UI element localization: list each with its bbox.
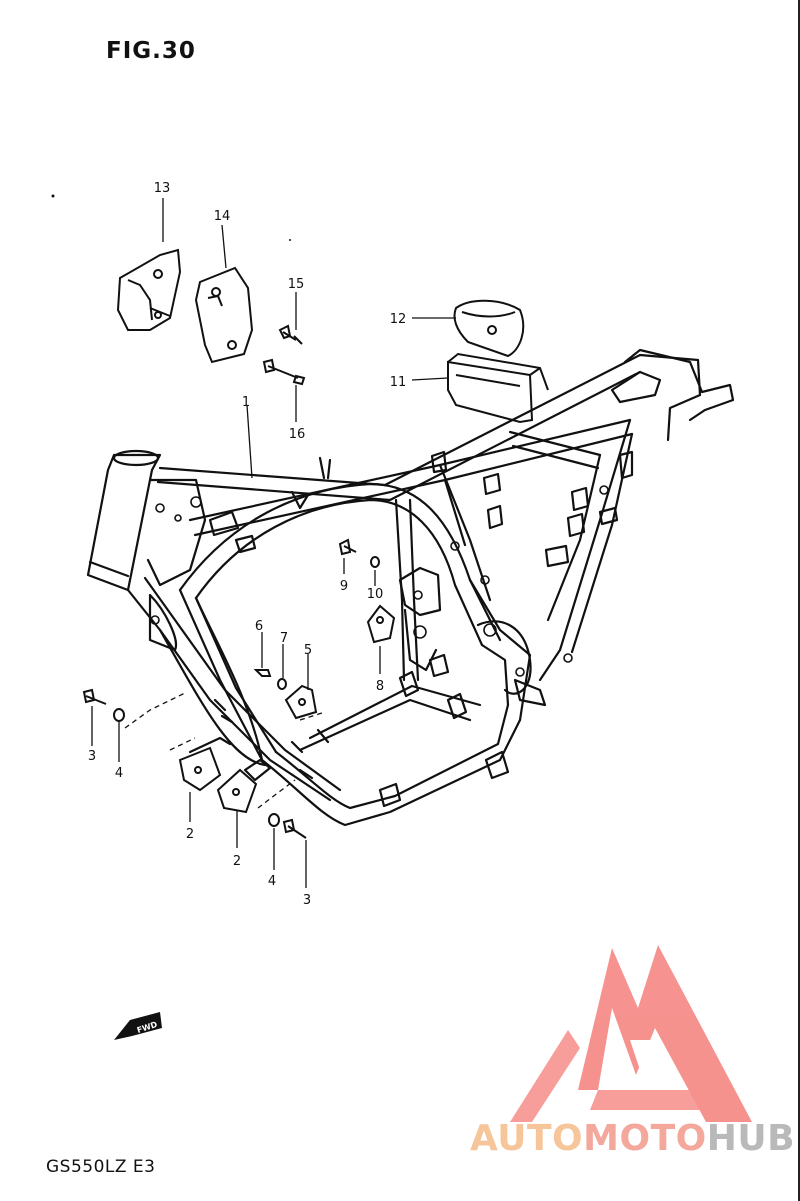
callout-13: 13: [154, 181, 171, 196]
watermark-text: AUTOMOTOHUB: [470, 1118, 795, 1159]
part-14-bracket: [194, 266, 254, 364]
part-6-bolt: [253, 669, 272, 677]
watermark-text-moto: MOTO: [583, 1118, 707, 1159]
callout-14: 14: [214, 209, 231, 224]
watermark-logo: [510, 945, 752, 1122]
callout-7: 7: [280, 631, 288, 646]
main-frame: [86, 348, 735, 827]
figure-title: FIG.30: [106, 38, 196, 64]
leader-lines: [91, 198, 456, 888]
speck: [51, 194, 55, 198]
callout-3-left: 3: [88, 749, 96, 764]
watermark-text-hub: HUB: [706, 1118, 796, 1159]
watermark-text-auto: AUTO: [470, 1118, 584, 1159]
part-11-tray: [447, 352, 549, 424]
callout-12: 12: [390, 312, 407, 327]
callout-15: 15: [288, 277, 305, 292]
fwd-arrow: FWD: [114, 1012, 162, 1040]
part-5-plate: [284, 684, 318, 720]
part-3-bolt-left: [82, 688, 107, 705]
part-7-nut: [277, 678, 287, 690]
callout-4-left: 4: [115, 766, 123, 781]
callout-1: 1: [242, 395, 250, 410]
callout-4-right: 4: [268, 874, 276, 889]
callout-8: 8: [376, 679, 384, 694]
part-4-washer-right: [268, 813, 280, 827]
callout-11: 11: [390, 375, 407, 390]
part-4-washer-left: [113, 708, 125, 722]
speck: [289, 239, 291, 241]
part-10-washer: [370, 556, 380, 568]
callout-labels: 13 14 15 12 11 16 1 9 10 6 7 5 8 3 4 2 2…: [88, 181, 406, 908]
page-edge: [798, 0, 800, 1201]
model-code: GS550LZ E3: [46, 1157, 156, 1177]
callout-2-right: 2: [233, 854, 241, 869]
part-15-bolt: [278, 324, 303, 345]
frame-holes: [150, 485, 609, 677]
callout-6: 6: [255, 619, 263, 634]
part-3-bolt-right: [282, 818, 307, 839]
part-2-bracket-right: [216, 768, 258, 814]
callout-16: 16: [289, 427, 306, 442]
part-8-plate: [366, 604, 396, 644]
part-12-cover: [453, 299, 525, 358]
part-16-bolt: [262, 358, 306, 386]
callout-5: 5: [304, 643, 312, 658]
callout-3-right: 3: [303, 893, 311, 908]
callout-9: 9: [340, 579, 348, 594]
part-9-bolt: [338, 538, 357, 556]
callout-2-left: 2: [186, 827, 194, 842]
part-2-bracket-left: [178, 746, 222, 792]
part-13-bracket: [116, 248, 182, 331]
callout-10: 10: [367, 587, 384, 602]
